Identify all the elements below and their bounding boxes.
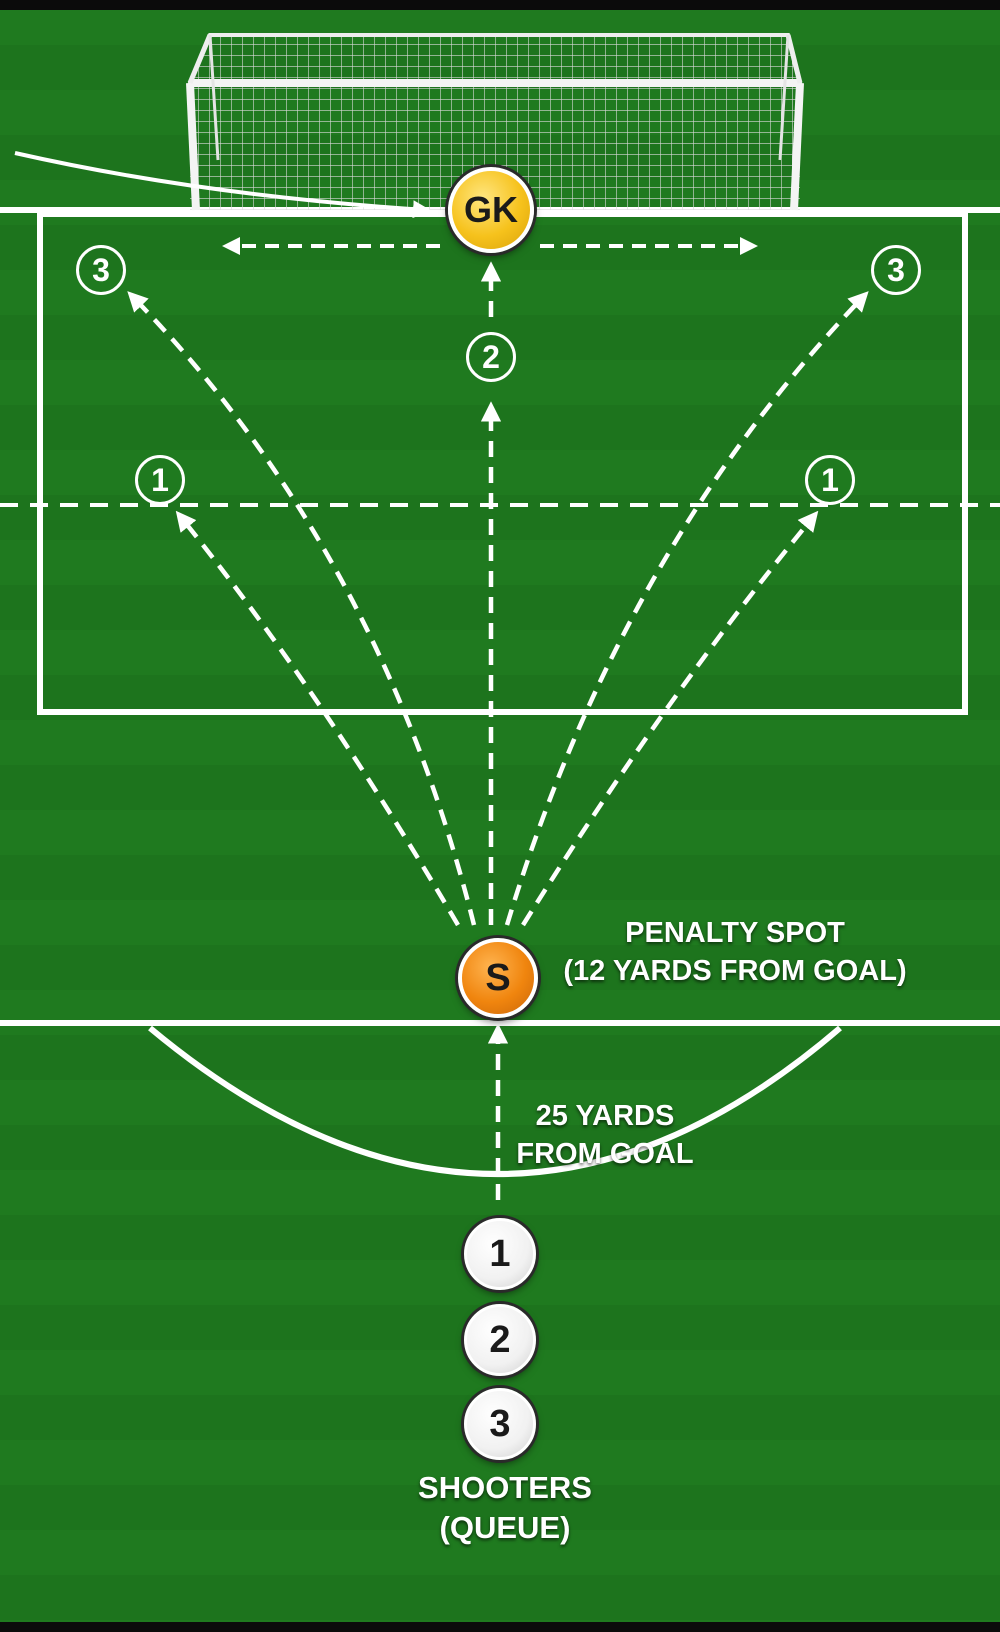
target-left-low: 1: [135, 455, 185, 505]
goal: [186, 33, 804, 211]
queue-marker-2: 2: [464, 1304, 536, 1376]
target-left-high: 3: [76, 245, 126, 295]
shooters-label: SHOOTERS (QUEUE): [380, 1468, 630, 1549]
penalty-spot-label-line2: (12 YARDS FROM GOAL): [563, 954, 907, 987]
path-right-high: [504, 291, 869, 926]
shooter-marker: S: [458, 938, 538, 1018]
shot-paths: [127, 261, 869, 1200]
shooters-label-line1: SHOOTERS: [418, 1470, 592, 1505]
goalkeeper-marker: GK: [448, 167, 534, 253]
distance-label-line2: FROM GOAL: [516, 1137, 694, 1170]
penalty-spot-label: PENALTY SPOT (12 YARDS FROM GOAL): [560, 915, 910, 990]
penalty-spot-label-line1: PENALTY SPOT: [625, 917, 845, 949]
approach-curve: [14, 151, 431, 219]
pitch-lines: [0, 207, 1000, 1177]
queue-marker-1: 1: [464, 1218, 536, 1290]
distance-label: 25 YARDS FROM GOAL: [515, 1098, 695, 1173]
target-right-low: 1: [805, 455, 855, 505]
target-right-high: 3: [871, 245, 921, 295]
path-left-high: [127, 291, 477, 926]
shooters-label-line2: (QUEUE): [439, 1510, 571, 1546]
target-center: 2: [466, 332, 516, 382]
path-right-low: [521, 510, 819, 927]
queue-marker-3: 3: [464, 1388, 536, 1460]
distance-label-line1: 25 YARDS: [535, 1100, 675, 1132]
